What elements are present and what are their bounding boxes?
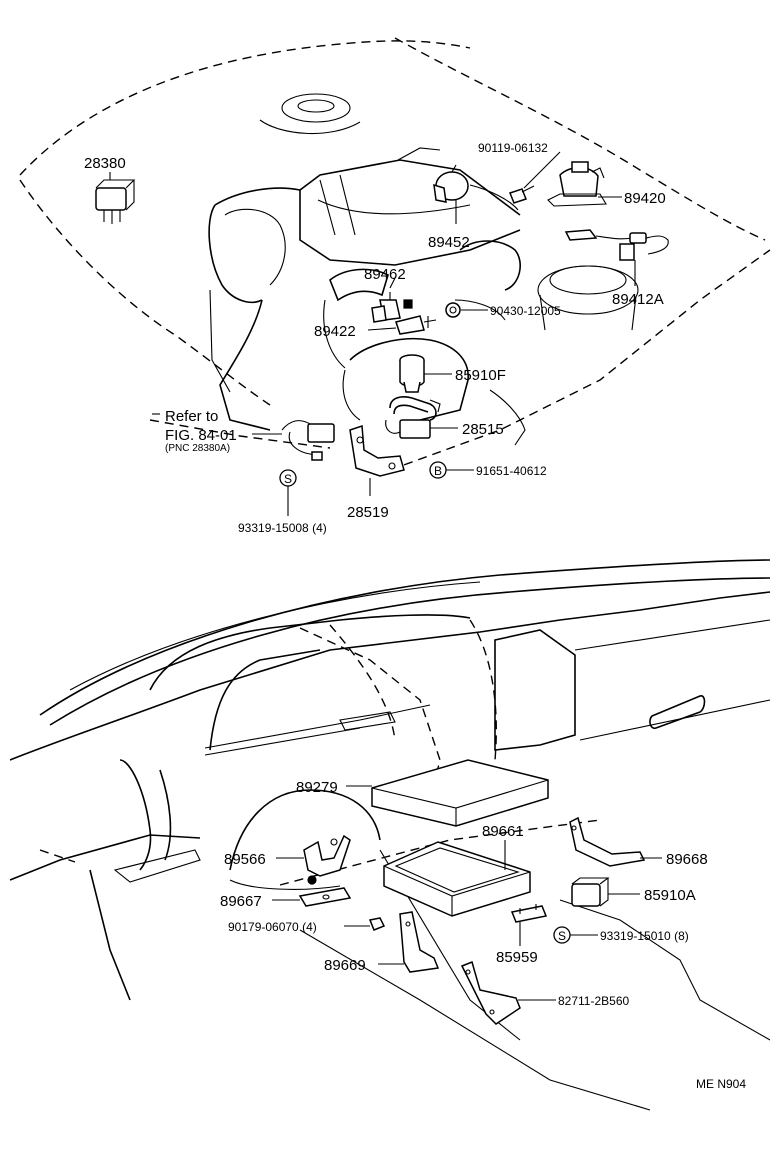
label-89566: 89566 (224, 851, 266, 868)
bracket-82711 (460, 960, 521, 1025)
relay-fig-84-01 (281, 420, 335, 461)
footer-code: ME N904 (696, 1077, 746, 1091)
washer-90430 (445, 302, 461, 318)
label-89667: 89667 (220, 893, 262, 910)
label-89412a: 89412A (612, 291, 664, 308)
symbol-s-lower: S (553, 926, 571, 944)
symbol-b: B (429, 461, 447, 479)
label-89279: 89279 (296, 779, 338, 796)
sensor-89420 (547, 161, 607, 207)
pad-89279 (371, 759, 549, 827)
label-pnc-28380a: (PNC 28380A) (165, 443, 230, 454)
sensor-89462 (371, 292, 413, 323)
bracket-89668 (569, 816, 646, 867)
label-89422: 89422 (314, 323, 356, 340)
svg-text:S: S (558, 929, 566, 943)
relay-28380 (95, 179, 136, 224)
label-89661: 89661 (482, 823, 524, 840)
sensor-89422 (395, 315, 437, 335)
bracket-89669 (399, 911, 440, 973)
label-89462: 89462 (364, 266, 406, 283)
bracket-89667 (298, 887, 352, 907)
label-89668: 89668 (666, 851, 708, 868)
bracket-28519 (349, 424, 405, 477)
switch-85910f (399, 354, 425, 393)
label-89452: 89452 (428, 234, 470, 251)
nut-90179 (368, 917, 386, 931)
label-28515: 28515 (462, 421, 504, 438)
dashboard-illustration (9, 559, 771, 1111)
sensor-89452 (433, 164, 469, 203)
label-90430-12005: 90430-12005 (490, 304, 561, 318)
label-90119-06132: 90119-06132 (478, 141, 548, 155)
ecu-89661 (383, 841, 531, 917)
label-refer-to: Refer to (165, 408, 218, 425)
label-93319-15008: 93319-15008 (4) (238, 521, 327, 535)
symbol-s-upper: S (279, 469, 297, 487)
harness-28515 (385, 396, 441, 439)
label-90179-06070: 90179-06070 (4) (228, 920, 317, 934)
label-fig-84-01: FIG. 84-01 (165, 427, 237, 444)
label-28519: 28519 (347, 504, 389, 521)
bolt-90119 (509, 185, 535, 204)
sensor-89412a (564, 229, 669, 261)
engine-bay-illustration (19, 37, 771, 471)
label-89669: 89669 (324, 957, 366, 974)
label-91651-40612: 91651-40612 (476, 464, 547, 478)
label-85910a: 85910A (644, 887, 696, 904)
svg-text:B: B (434, 464, 442, 478)
label-85910f: 85910F (455, 367, 506, 384)
label-89420: 89420 (624, 190, 666, 207)
label-28380: 28380 (84, 155, 126, 172)
relay-85910a (571, 877, 610, 907)
label-82711-2b560: 82711-2B560 (558, 994, 630, 1008)
label-85959: 85959 (496, 949, 538, 966)
label-93319-15010: 93319-15010 (8) (600, 929, 689, 943)
bracket-85959 (510, 904, 548, 923)
bracket-89566 (303, 834, 351, 885)
svg-text:S: S (284, 472, 292, 486)
